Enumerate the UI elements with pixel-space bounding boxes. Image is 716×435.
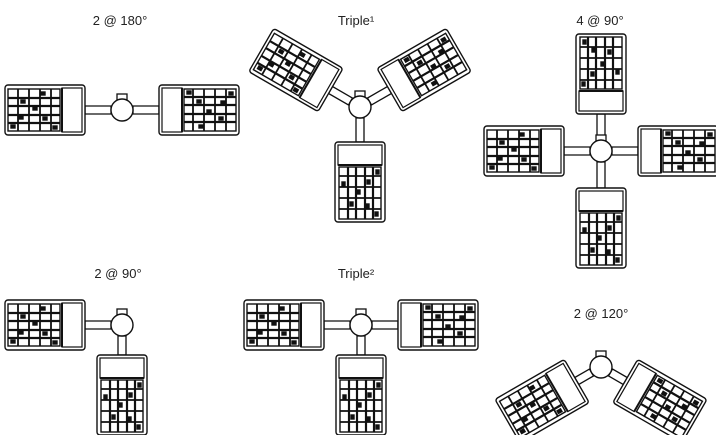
label-two-180: 2 @ 180° [92,13,148,28]
label-two-90: 2 @ 90° [94,266,142,281]
two120-left-luminaire-head [493,358,591,435]
triple2-left-arm [323,320,351,330]
four90-right-arm [611,146,639,156]
two-180-left-arm [84,105,112,115]
two120-pole [589,355,613,379]
four90-bottom-arm [596,161,606,189]
four90-left-arm [563,146,591,156]
triple2-right-arm [371,320,399,330]
label-triple-1: Triple¹ [337,13,375,28]
two120-right-luminaire-head [611,358,709,435]
two90-bottom-luminaire-head [95,353,149,435]
label-four-90: 4 @ 90° [576,13,624,28]
two-180-pole [110,98,134,122]
four90-pole [589,139,613,163]
two90-pole [110,313,134,337]
triple2-right-luminaire-head [396,298,480,352]
four90-left-luminaire-head [482,124,566,178]
triple1-bottom-arm [355,117,365,143]
triple2-bottom-arm [356,335,366,356]
two-180-left-luminaire-head [3,83,87,137]
triple2-bottom-luminaire-head [334,353,388,435]
two-180-right-luminaire-head [157,83,241,137]
triple1-left-arm [327,85,354,106]
triple1-right-luminaire-head [375,27,473,113]
label-triple-2: Triple² [337,266,375,281]
triple2-left-luminaire-head [242,298,326,352]
triple2-pole [349,313,373,337]
triple1-pole [348,95,372,119]
two-180-right-arm [132,105,160,115]
triple1-right-arm [366,85,393,106]
four90-bottom-luminaire-head [574,186,628,270]
triple1-bottom-luminaire-head [333,140,387,224]
two90-left-luminaire-head [3,298,87,352]
four90-top-luminaire-head [574,32,628,116]
two90-bottom-arm [117,335,127,356]
label-two-120: 2 @ 120° [573,306,629,321]
four90-right-luminaire-head [636,124,716,178]
two90-left-arm [84,320,112,330]
triple1-left-luminaire-head [247,27,345,113]
